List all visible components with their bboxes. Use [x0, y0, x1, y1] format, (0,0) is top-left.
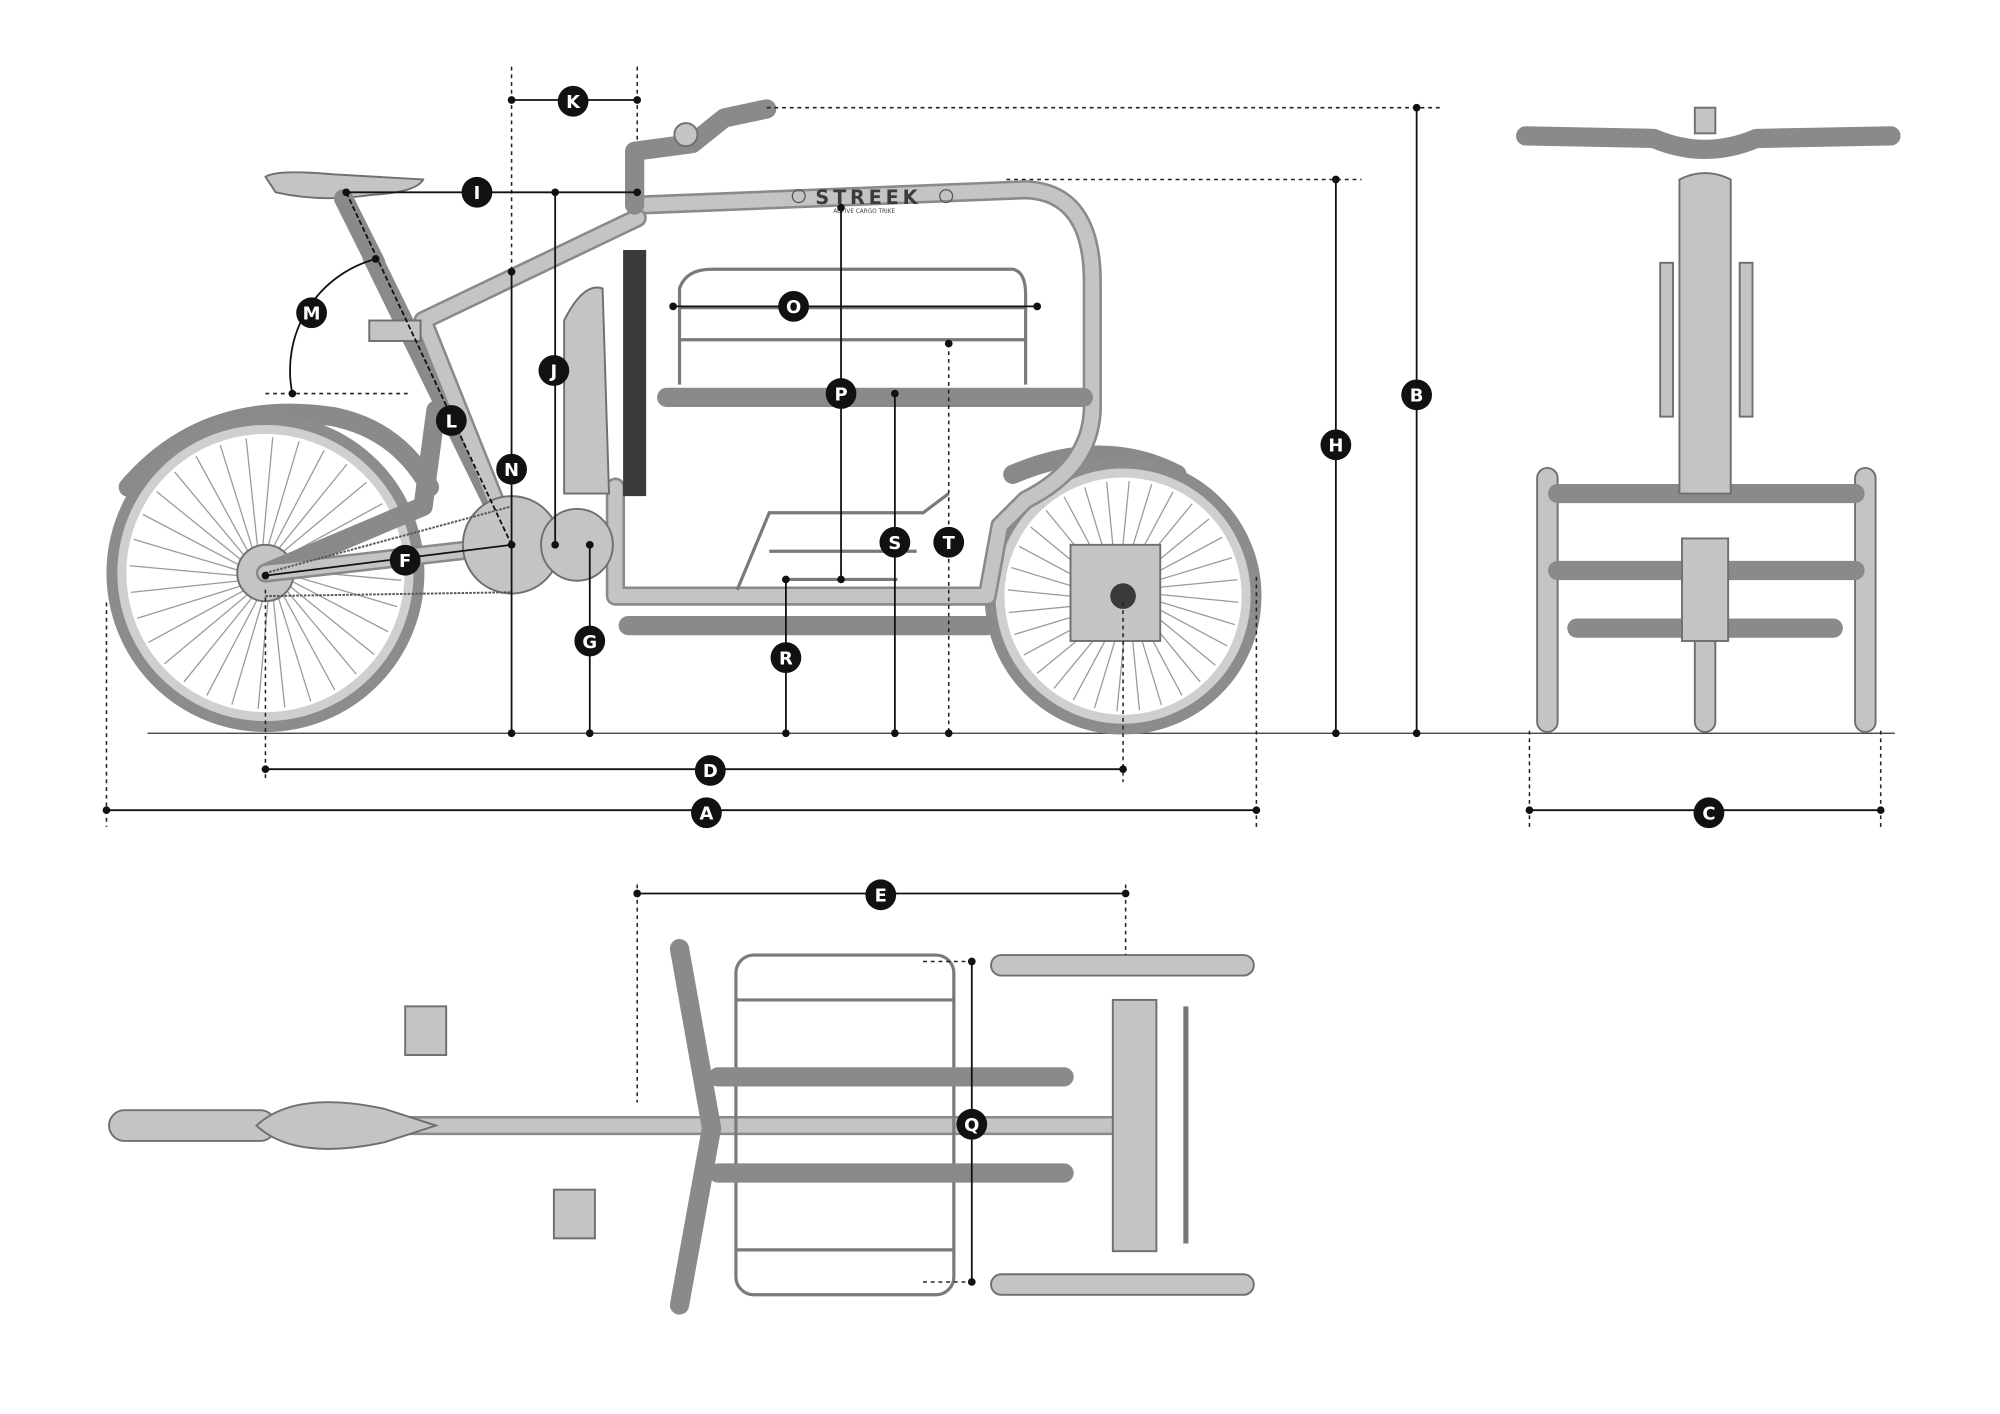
dimension-label-n: N [496, 453, 527, 485]
top-view [108, 939, 1255, 1315]
dimension-label-g: G [574, 625, 606, 657]
dimension-label-j: J [538, 355, 570, 386]
dimension-label-d: D [694, 755, 726, 786]
dimension-letter: K [566, 92, 581, 113]
spoke [133, 538, 248, 574]
handlebar-front [1515, 126, 1901, 159]
cargo-rack [677, 267, 1028, 385]
steering-column [623, 249, 647, 497]
front-view [1515, 106, 1901, 733]
dimension-label-b: B [1401, 379, 1433, 411]
dimension-letter: I [474, 183, 481, 204]
spoke [174, 471, 252, 564]
spoke [195, 455, 254, 561]
svg-text:ACTIVE CARGO TRIKE: ACTIVE CARGO TRIKE [833, 209, 895, 215]
dimension-label-o: O [778, 291, 809, 322]
dimension-letter: S [888, 533, 901, 554]
spoke [206, 590, 263, 696]
spoke [283, 572, 398, 608]
dimension-label-a: A [691, 797, 722, 829]
dimension-letter: O [786, 297, 801, 318]
dimension-letter: T [943, 533, 956, 554]
saddle-top [255, 1101, 440, 1150]
dimension-letter: Q [964, 1115, 979, 1136]
spoke [231, 590, 267, 705]
spoke [279, 582, 357, 675]
dimension-letter: D [703, 761, 718, 782]
svg-text:STREEK: STREEK [815, 186, 921, 209]
spoke [163, 587, 256, 665]
dimension-label-e: E [865, 879, 897, 911]
dimension-letter: B [1410, 386, 1424, 407]
dimension-label-l: L [435, 405, 467, 436]
footrest [735, 492, 950, 591]
dimension-label-s: S [879, 526, 911, 558]
dimension-label-h: H [1320, 429, 1352, 461]
dimension-label-m: M [296, 297, 327, 329]
dimension-label-t: T [933, 526, 965, 558]
dimension-letter: C [1702, 804, 1715, 825]
dimension-letter: F [399, 551, 411, 572]
dimension-label-q: Q [956, 1108, 988, 1140]
spoke [245, 438, 260, 557]
dimension-label-i: I [461, 176, 493, 208]
dimension-letter: N [504, 460, 519, 481]
spoke [274, 587, 312, 702]
spoke [271, 463, 348, 557]
dimension-letter: G [582, 632, 597, 653]
cargo-basket [734, 953, 956, 1297]
handlebar-side [625, 99, 777, 215]
spoke [142, 513, 249, 571]
dimension-label-r: R [770, 642, 802, 674]
spoke [268, 450, 325, 556]
dimension-badges: K I M J L N F G O P S T R H B D A C E Q [296, 85, 1725, 1140]
spoke [183, 589, 260, 683]
spoke [219, 444, 257, 559]
dimension-label-c: C [1693, 797, 1725, 829]
dimension-label-p: P [825, 378, 857, 409]
spoke [137, 582, 251, 619]
spoke [130, 579, 249, 593]
spoke [148, 585, 254, 643]
spoke [257, 590, 270, 709]
spoke [281, 579, 375, 655]
spoke [264, 441, 300, 556]
dimension-label-k: K [557, 85, 589, 117]
spoke [274, 481, 367, 559]
dimension-letter: L [446, 411, 457, 432]
dimension-letter: A [699, 804, 713, 825]
spoke [271, 589, 286, 708]
handlebar-top [669, 939, 722, 1315]
side-view: STREEK ACTIVE CARGO TRIKE [106, 99, 1895, 735]
dimension-letter: R [779, 648, 793, 669]
dimension-letter: J [550, 361, 558, 382]
spoke [129, 565, 248, 578]
spoke [282, 575, 389, 633]
dimension-label-f: F [389, 544, 421, 576]
dimension-letter: P [834, 384, 847, 405]
spoke [156, 491, 250, 567]
dimension-letter: E [875, 886, 887, 907]
spoke [261, 437, 274, 556]
dimension-letter: M [303, 304, 321, 325]
dimension-letter: H [1328, 436, 1343, 457]
battery [563, 286, 610, 495]
spoke [277, 585, 336, 691]
streek-logo: STREEK ACTIVE CARGO TRIKE [791, 186, 954, 215]
